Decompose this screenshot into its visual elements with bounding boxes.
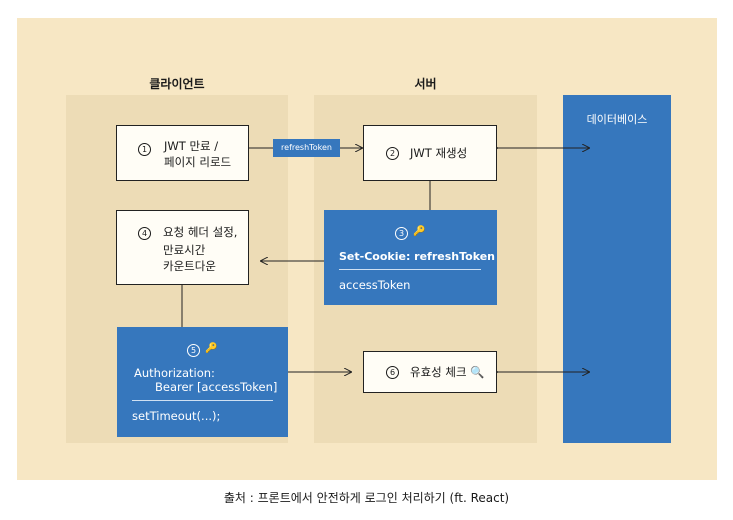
- step-3-body: accessToken: [339, 278, 411, 292]
- step-1-line2: 페이지 리로드: [164, 155, 232, 169]
- step-1-box: 1 JWT 만료 / 페이지 리로드: [116, 125, 249, 181]
- key-icon: 🔑: [205, 343, 218, 354]
- step-4-box: 4 요청 헤더 설정, 만료시간 카운트다운: [116, 210, 249, 285]
- database-lane: [563, 95, 671, 443]
- step-4-number: 4: [138, 227, 151, 240]
- step-4-line3: 카운트다운: [163, 259, 216, 273]
- database-lane-title: 데이터베이스: [586, 113, 648, 126]
- server-lane-title: 서버: [414, 77, 437, 91]
- refresh-token-label: refreshToken: [273, 139, 340, 157]
- step-6-box: 6 유효성 체크 🔍: [363, 351, 497, 393]
- client-lane-title: 클라이언트: [149, 77, 205, 91]
- step-5-body: setTimeout(...);: [132, 409, 221, 423]
- step-1-line1: JWT 만료 /: [164, 139, 219, 153]
- step-2-box: 2 JWT 재생성: [363, 125, 497, 181]
- step-4-line1: 요청 헤더 설정,: [163, 225, 238, 239]
- step-5-number: 5: [187, 344, 200, 357]
- step-2-number: 2: [386, 147, 399, 160]
- step-5-divider: [132, 400, 273, 401]
- step-5-line2: Bearer [accessToken]: [155, 380, 278, 394]
- source-caption: 출처 : 프론트에서 안전하게 로그인 처리하기 (ft. React): [223, 491, 510, 505]
- step-3-title: Set-Cookie: refreshToken: [339, 250, 496, 263]
- step-5-box: 5 🔑 Authorization: Bearer [accessToken] …: [117, 327, 288, 437]
- step-1-number: 1: [138, 143, 151, 156]
- step-6-number: 6: [386, 366, 399, 379]
- step-3-divider: [339, 269, 481, 270]
- step-2-label: JWT 재생성: [410, 146, 468, 160]
- step-6-label: 유효성 체크 🔍: [410, 365, 485, 379]
- step-3-box: 3 🔑 Set-Cookie: refreshToken accessToken: [324, 210, 497, 305]
- step-4-line2: 만료시간: [163, 243, 206, 257]
- step-5-line1: Authorization:: [134, 366, 215, 380]
- key-icon: 🔑: [413, 226, 426, 237]
- step-3-number: 3: [395, 227, 408, 240]
